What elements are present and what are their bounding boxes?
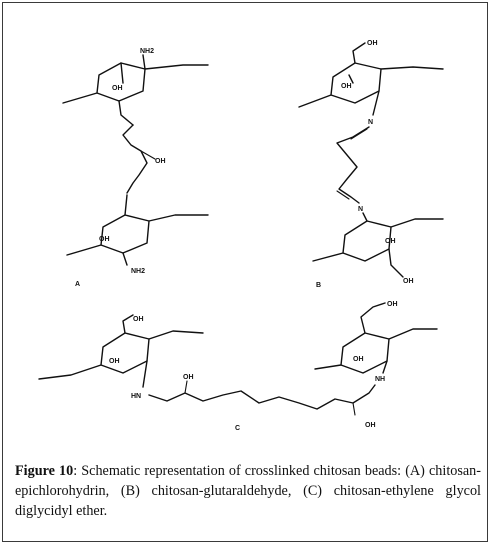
- structure-c-linker: [148, 384, 376, 410]
- panel-label-b: B: [316, 282, 321, 289]
- structure-b-imine-top: [350, 128, 368, 140]
- structure-c-right-oh: OH: [387, 301, 398, 308]
- structure-b-imine-bottom: [336, 190, 350, 200]
- structure-a-bottom-nh2: NH2: [131, 268, 145, 275]
- structure-b-bottom-n: N: [358, 206, 363, 213]
- structure-a-top-oh: OH: [112, 85, 123, 92]
- figure-graphic: NH2 OH OH OH NH2 A: [3, 3, 487, 451]
- structure-c-left-ring: [38, 314, 204, 388]
- structure-c-linker-oh-left-bond: [184, 380, 188, 394]
- panel-label-c: C: [235, 425, 240, 432]
- structure-a-linker: [122, 124, 148, 194]
- structure-c-right-nh: NH: [375, 376, 385, 383]
- structure-a-linker-oh: OH: [155, 158, 166, 165]
- structure-a-bottom-ring: [66, 194, 209, 266]
- structure-b-bottom-ring-oh: OH: [385, 238, 396, 245]
- structure-a-bottom-oh: OH: [99, 236, 110, 243]
- figure-frame: NH2 OH OH OH NH2 A: [2, 2, 488, 542]
- structure-a-linker-oh-bond: [140, 150, 156, 160]
- structure-a-top-ring: [62, 54, 209, 126]
- structure-c-linker-oh-right: OH: [365, 422, 376, 429]
- structure-b-bottom-oh: OH: [403, 278, 414, 285]
- figure-caption-text: : Schematic representation of crosslinke…: [15, 463, 481, 519]
- chemical-structures-svg: NH2 OH OH OH NH2 A: [38, 40, 444, 432]
- structure-b-top-oh: OH: [367, 40, 378, 47]
- figure-caption: Figure 10: Schematic representation of c…: [15, 461, 481, 521]
- structure-c: OH OH HN OH OH OH OH NH: [38, 301, 438, 432]
- structure-a: NH2 OH OH OH NH2 A: [62, 48, 209, 288]
- structure-a-top-nh2: NH2: [140, 48, 154, 55]
- structure-c-right-ring: [314, 302, 438, 374]
- structure-c-right-ring-oh: OH: [353, 356, 364, 363]
- structure-b-top-n: N: [368, 119, 373, 126]
- structure-b-top-ring: [298, 42, 444, 116]
- structure-c-left-oh: OH: [133, 316, 144, 323]
- figure-caption-label: Figure 10: [15, 463, 74, 479]
- structure-b-linker: [336, 126, 370, 204]
- structure-c-linker-oh-right-bond: [352, 402, 356, 416]
- structure-b: OH OH N N OH OH B: [298, 40, 444, 289]
- structure-c-linker-oh-left: OH: [183, 374, 194, 381]
- panel-label-a: A: [75, 281, 80, 288]
- structure-c-left-ring-oh: OH: [109, 358, 120, 365]
- structure-b-bottom-ring: [312, 212, 444, 278]
- structure-c-left-hn: HN: [131, 393, 141, 400]
- structure-b-top-ring-oh: OH: [341, 83, 352, 90]
